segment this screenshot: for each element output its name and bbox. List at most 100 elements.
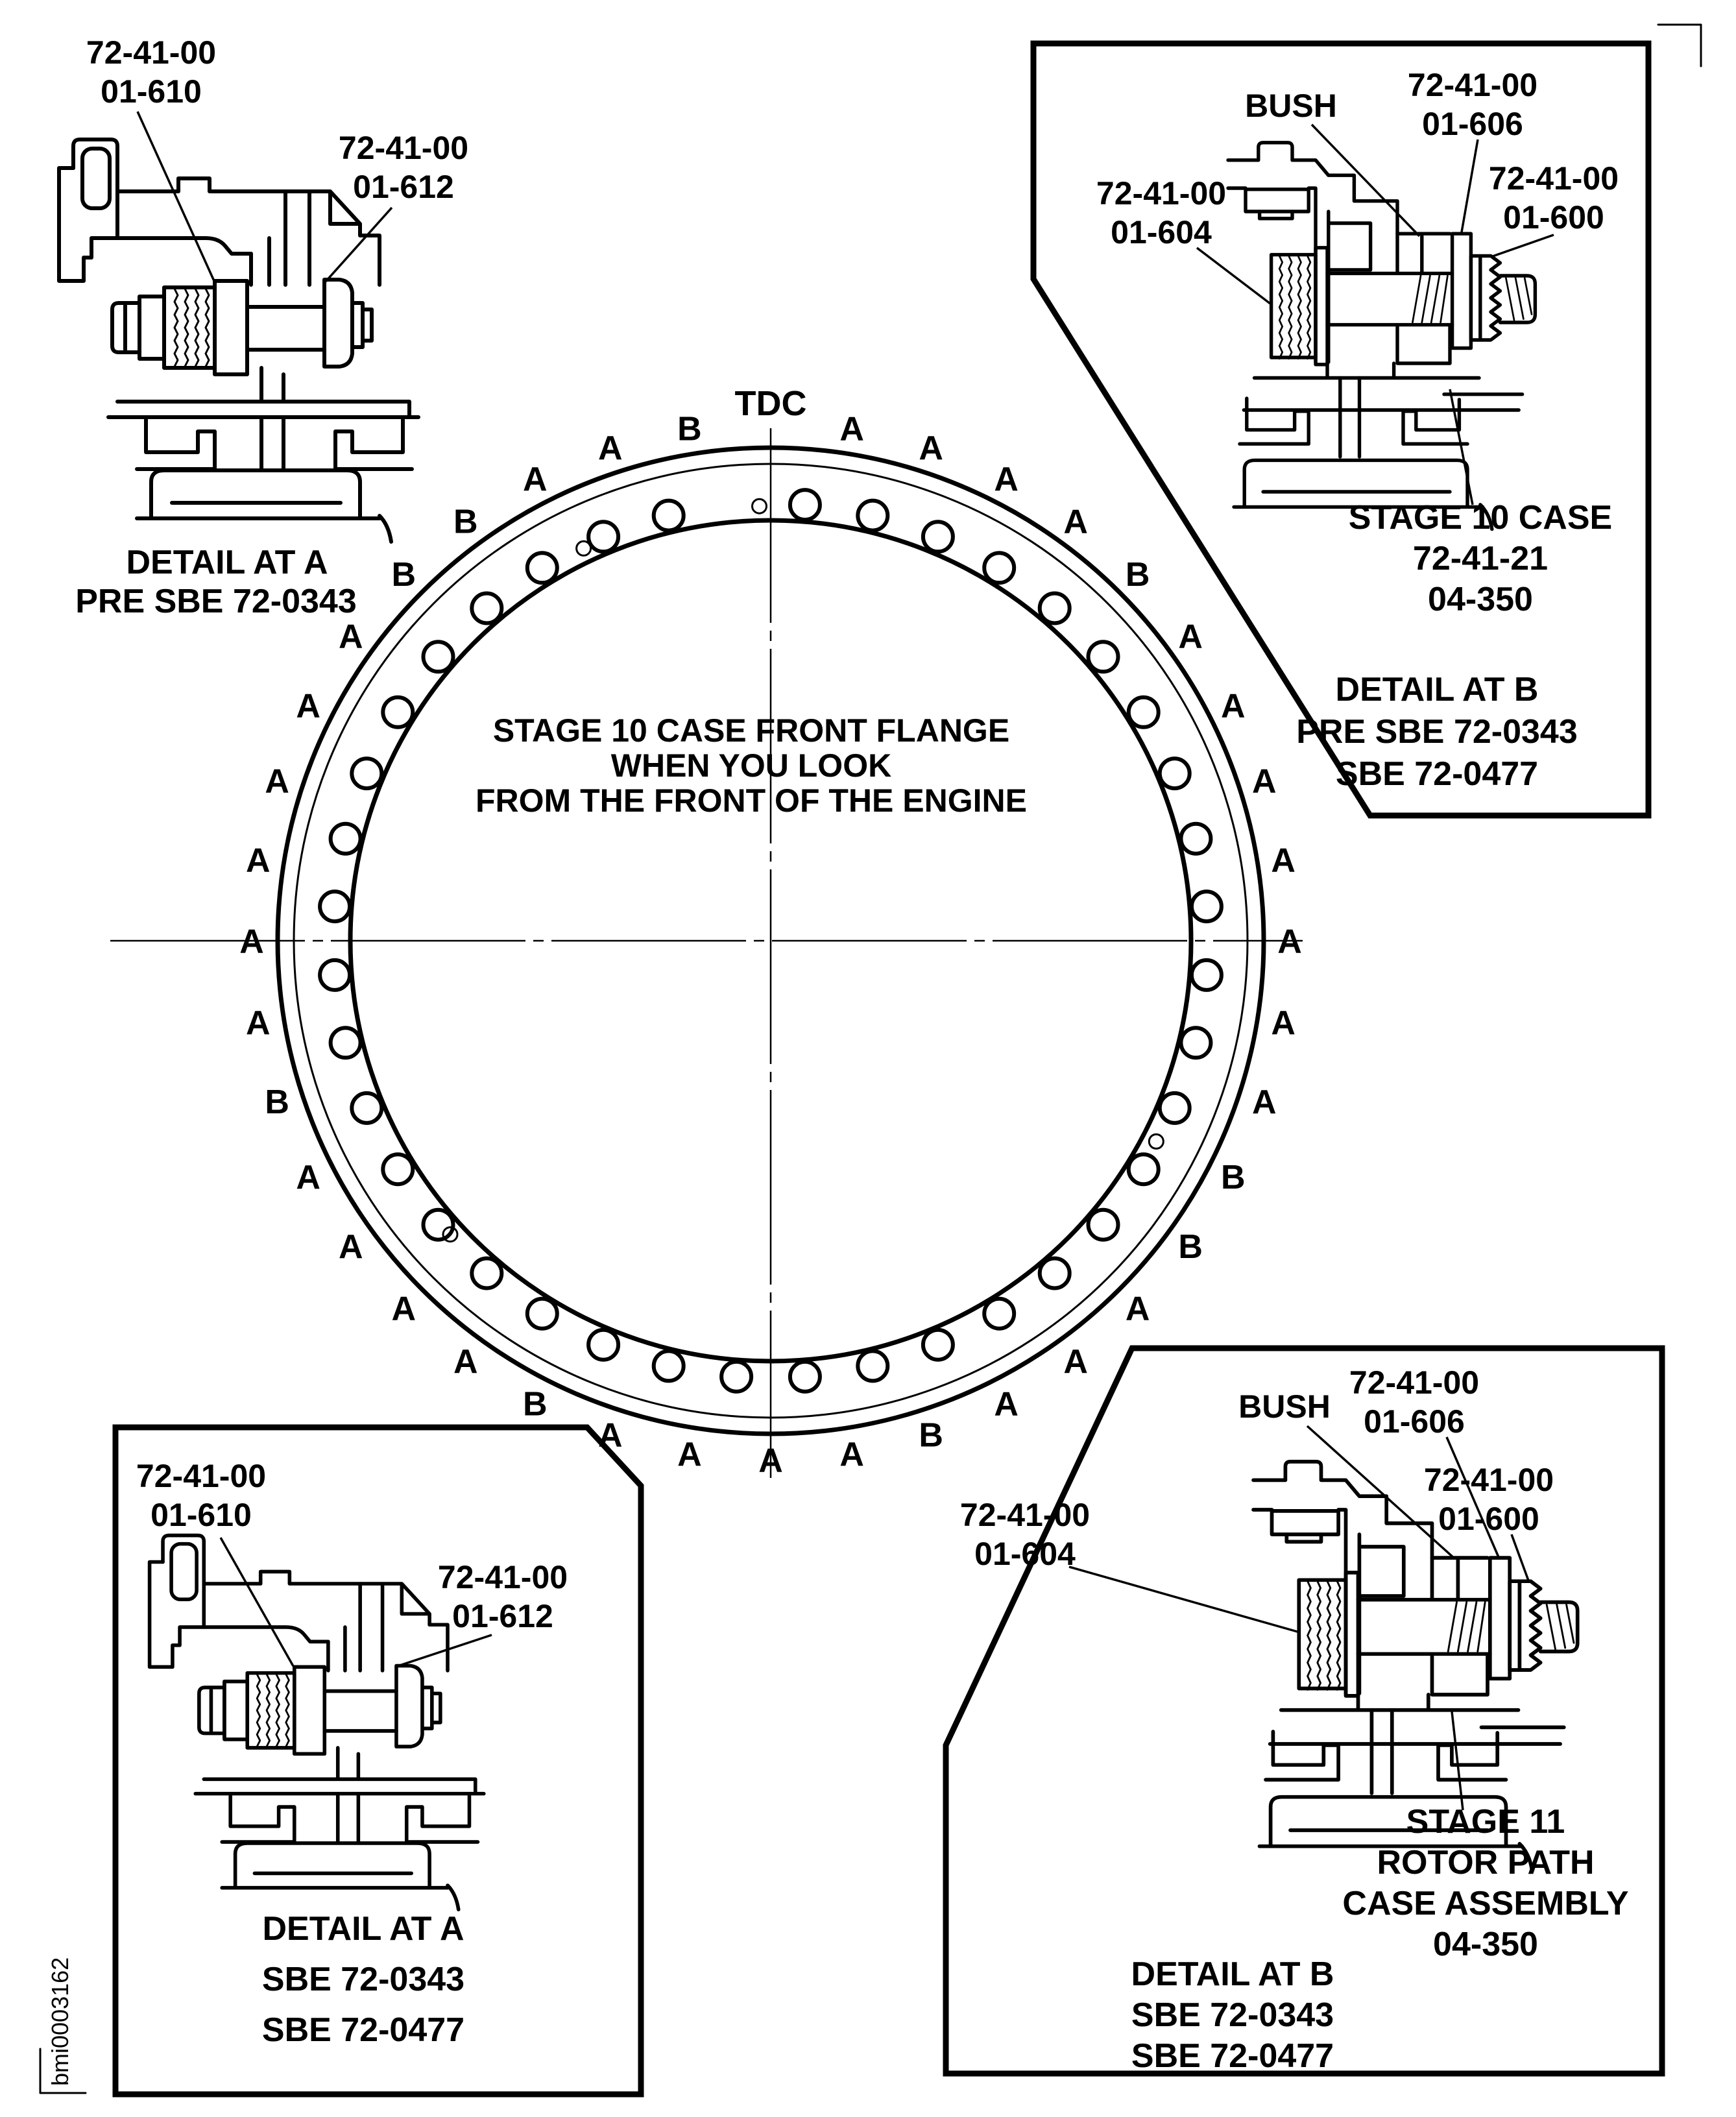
bolt-hole <box>1126 695 1161 729</box>
bolt-letter: A <box>1178 618 1203 656</box>
detail-b-sbe-box: BUSH 72-41-00 01-606 72-41-00 01-600 72-… <box>943 1345 1665 2077</box>
bolt-hole <box>350 1091 384 1125</box>
bolt-letter: B <box>919 1417 943 1455</box>
bolt-letter: B <box>453 503 478 541</box>
bolt-hole <box>1126 1152 1161 1187</box>
detail-box-outline <box>1030 40 1652 819</box>
leader-612 <box>324 206 393 283</box>
leader-stage10-case <box>1449 389 1474 505</box>
bolt-letter: A <box>1221 688 1246 725</box>
label-606-line1: 72-41-00 <box>1349 1364 1479 1401</box>
label-606-line1: 72-41-00 <box>1408 67 1537 103</box>
label-600-line1: 72-41-00 <box>1489 160 1619 197</box>
bolt-letter: A <box>839 411 864 448</box>
leader-610 <box>219 1537 295 1667</box>
bolt-letter: A <box>339 618 363 656</box>
label-612-line2: 01-612 <box>452 1598 553 1634</box>
bolt-letter: A <box>1063 503 1088 541</box>
bolt-hole <box>525 551 559 585</box>
bolt-hole <box>1179 1026 1213 1060</box>
detail-b-pre-sbe-box: BUSH 72-41-00 01-606 72-41-00 01-600 72-… <box>1030 40 1652 819</box>
bolt-letter: A <box>677 1436 702 1473</box>
center-text-line2: WHEN YOU LOOK <box>611 747 891 784</box>
bolt-hole <box>421 640 455 674</box>
bolt-hole <box>719 1359 754 1394</box>
bolt-hole <box>651 1349 686 1383</box>
bolt-hole <box>651 498 686 533</box>
caption-line2: PRE SBE 72-0343 <box>75 583 357 620</box>
detail-box-outline <box>112 1424 644 2098</box>
bolt-letter: A <box>453 1343 478 1381</box>
label-606-line2: 01-606 <box>1422 106 1523 142</box>
bolt-hole <box>921 520 955 554</box>
bolt-letter: B <box>265 1083 289 1121</box>
drawing-id-text: bmi0003162 <box>47 1957 73 2086</box>
leader-612 <box>397 1634 492 1667</box>
label-612-line1: 72-41-00 <box>438 1559 568 1595</box>
bolt-letter: A <box>246 842 271 880</box>
bolt-hole <box>1189 958 1224 992</box>
tdc-label: TDC <box>735 384 807 423</box>
bolt-hole <box>1157 1091 1192 1125</box>
bolt-letter: B <box>1178 1228 1203 1266</box>
caption-line2: SBE 72-0343 <box>262 1961 464 1998</box>
caption-line3: SBE 72-0477 <box>262 2011 464 2049</box>
label-606-line2: 01-606 <box>1364 1403 1465 1440</box>
stage11-line3: CASE ASSEMBLY <box>1342 1885 1628 1922</box>
bolt-hole <box>586 1327 621 1362</box>
bolt-letter: A <box>1271 1004 1296 1042</box>
bolt-letter: B <box>677 411 702 448</box>
label-600-line2: 01-600 <box>1503 199 1604 236</box>
bolt-hole <box>1037 1256 1072 1290</box>
label-604-line2: 01-604 <box>974 1536 1076 1572</box>
leader-600 <box>1510 1534 1530 1581</box>
bolt-hole <box>421 1207 455 1242</box>
detail-box-outline <box>943 1345 1665 2077</box>
bolt-letter: A <box>246 1004 271 1042</box>
label-610-line2: 01-610 <box>151 1497 252 1533</box>
label-604-line1: 72-41-00 <box>1096 175 1226 212</box>
center-text-line1: STAGE 10 CASE FRONT FLANGE <box>493 712 1009 749</box>
small-locating-hole <box>1148 1133 1164 1150</box>
bolt-hole <box>788 1359 822 1394</box>
bolt-letter: A <box>1126 1290 1150 1327</box>
bolt-hole <box>328 821 363 856</box>
leader-606 <box>1460 139 1479 233</box>
small-locating-hole <box>751 498 767 514</box>
bush-label: BUSH <box>1245 88 1337 124</box>
caption-line1: DETAIL AT A <box>262 1910 464 1948</box>
stage11-line1: STAGE 11 <box>1406 1803 1565 1841</box>
bush-label: BUSH <box>1238 1388 1331 1425</box>
bolt-hole <box>318 958 352 992</box>
bolt-letter: A <box>598 429 623 467</box>
bolt-letter: A <box>296 688 320 725</box>
bolt-hole <box>1157 756 1192 791</box>
bolt-hole <box>381 695 415 729</box>
bolt-holes <box>318 488 1224 1394</box>
bolt-hole <box>350 756 384 791</box>
bolt-letter: A <box>919 429 943 467</box>
bolt-hole <box>982 551 1017 585</box>
leader-606 <box>1445 1436 1500 1558</box>
bolt-hole <box>1037 591 1072 625</box>
page-corner-mark-bottom-left <box>39 2048 87 2094</box>
bolt-letter: A <box>392 1290 416 1327</box>
caption-line3: SBE 72-0477 <box>1131 2037 1334 2075</box>
bolt-hole <box>586 520 621 554</box>
bolt-hole <box>1086 1207 1120 1242</box>
flange-outer-circle <box>275 445 1266 1436</box>
bolt-hole <box>381 1152 415 1187</box>
bolt-letter: A <box>994 1386 1019 1423</box>
leader-bush <box>1306 1425 1456 1560</box>
bolt-letter: A <box>839 1436 864 1473</box>
bolt-letter: B <box>1126 556 1150 594</box>
bolt-letter: A <box>1252 1083 1277 1121</box>
bolt-letter: A <box>1252 763 1277 801</box>
label-610-line1: 72-41-00 <box>136 1458 266 1494</box>
bolt-letter: A <box>1271 842 1296 880</box>
center-text-line3: FROM THE FRONT OF THE ENGINE <box>476 782 1027 819</box>
bolt-hole <box>318 889 352 924</box>
bolt-hole <box>470 591 504 625</box>
bolt-hole <box>470 1256 504 1290</box>
